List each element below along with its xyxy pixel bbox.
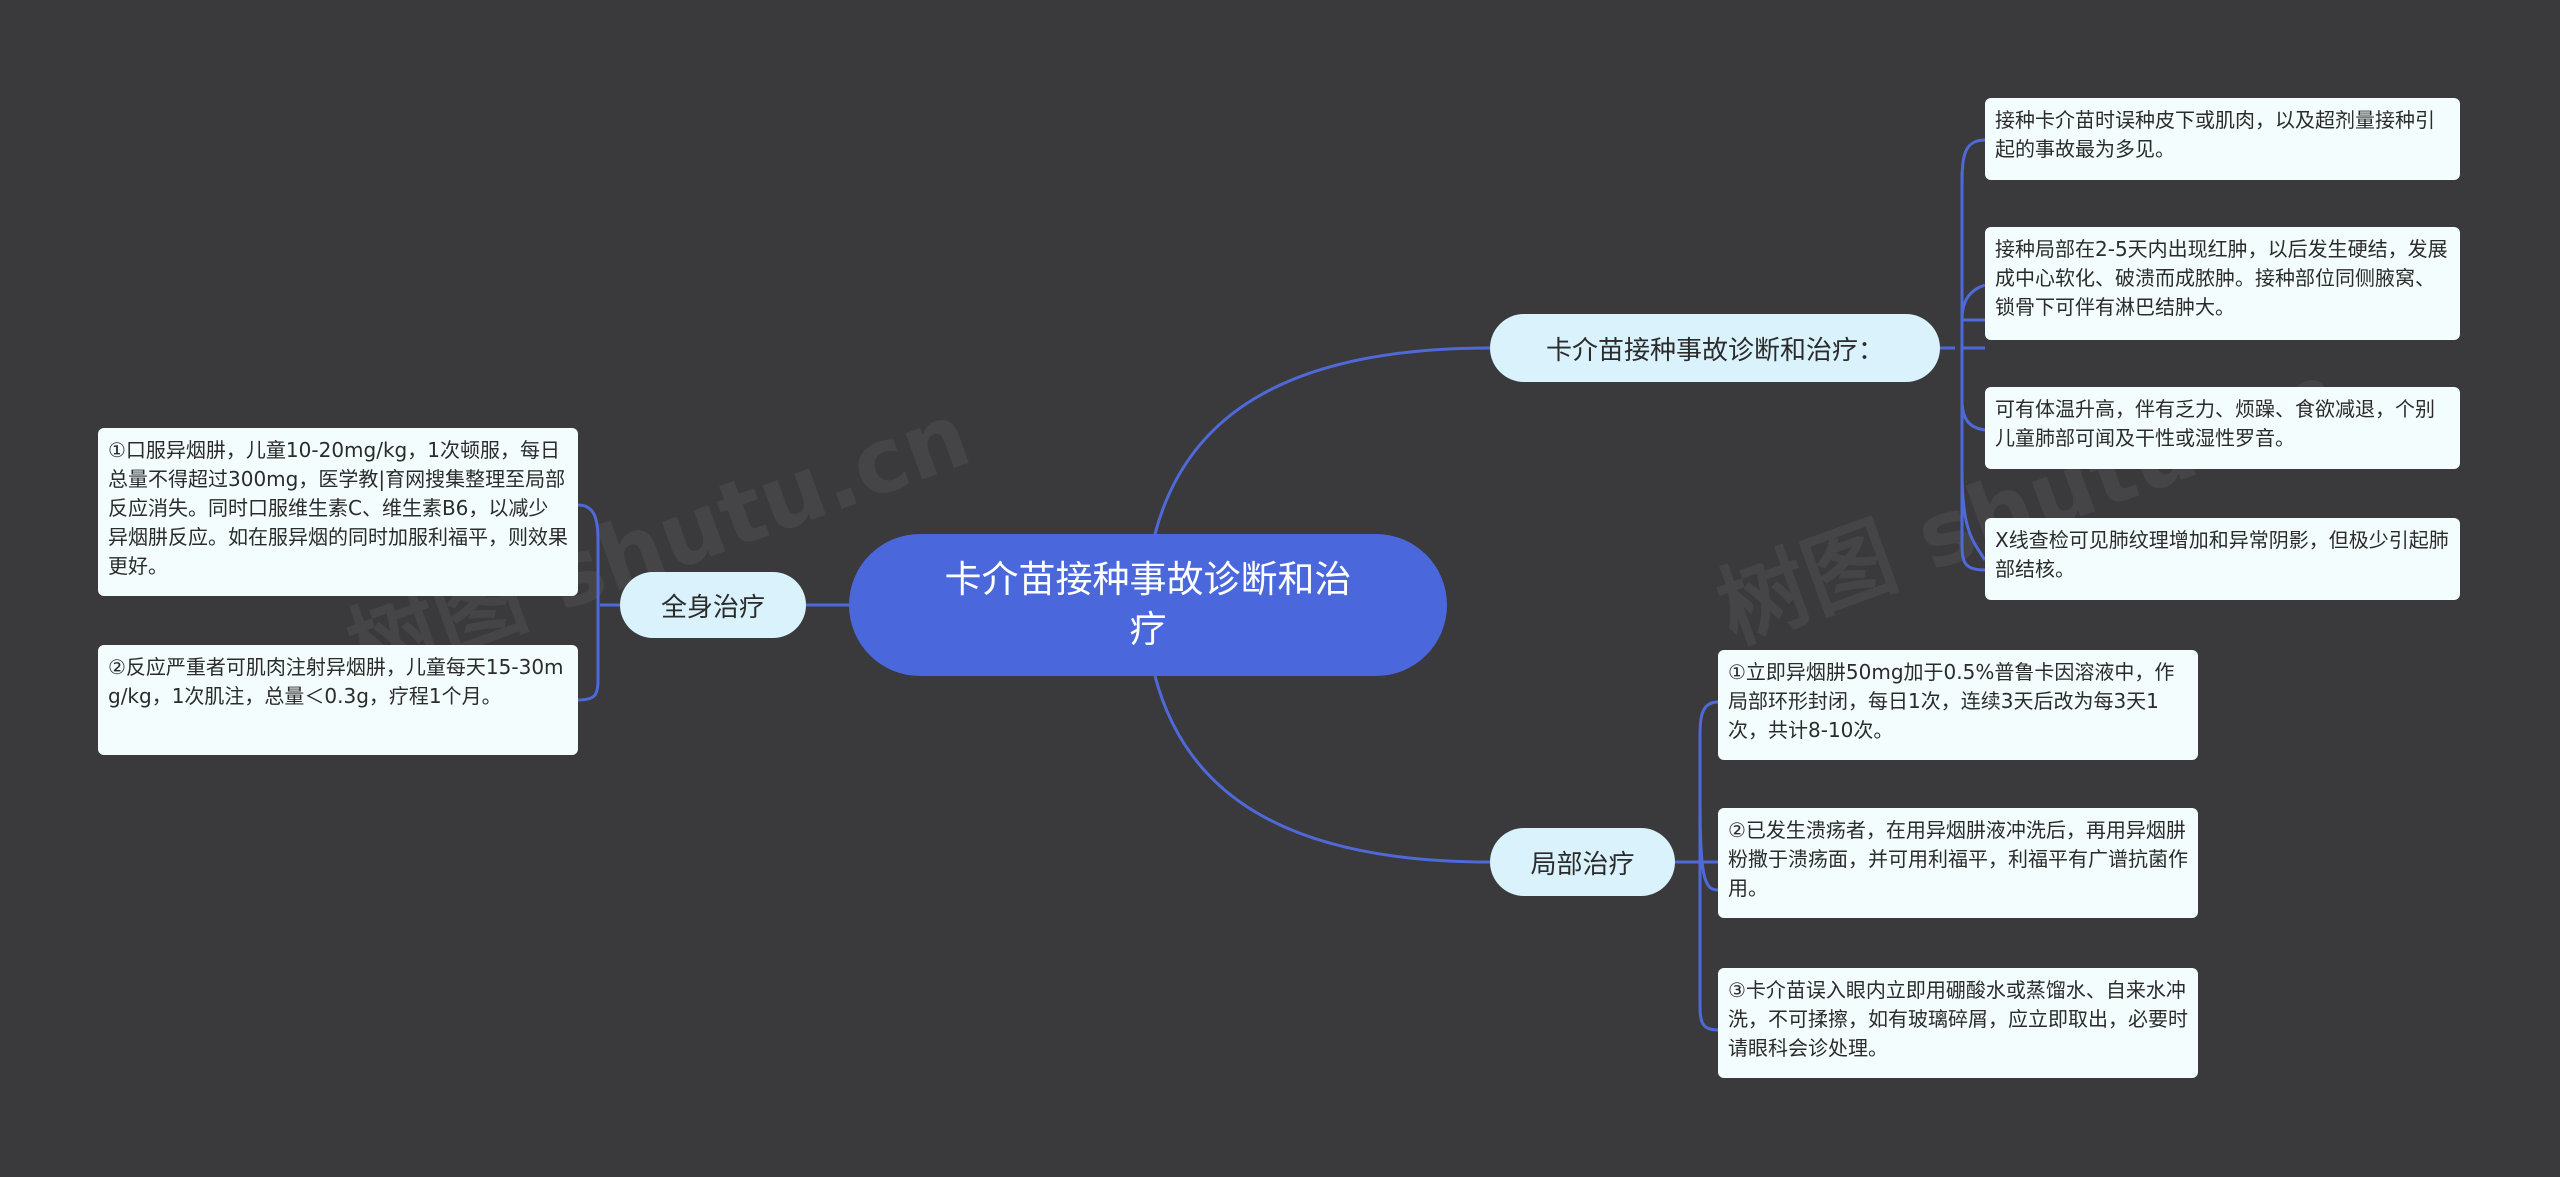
leaf-text: ②反应严重者可肌肉注射异烟肼，儿童每天15-30mg/kg，1次肌注，总量＜0.… bbox=[108, 655, 564, 708]
connector-root-diagnosis bbox=[1153, 346, 1491, 535]
leaf-text: 可有体温升高，伴有乏力、烦躁、食欲减退，个别儿童肺部可闻及干性或湿性罗音。 bbox=[1995, 397, 2435, 450]
leaf-text: ③卡介苗误入眼内立即用硼酸水或蒸馏水、自来水冲洗，不可揉擦，如有玻璃碎屑，应立即… bbox=[1728, 978, 2188, 1060]
leaf-diagnosis-2[interactable]: 接种局部在2-5天内出现红肿，以后发生硬结，发展成中心软化、破溃而成脓肿。接种部… bbox=[1985, 227, 2460, 340]
leaf-local-3[interactable]: ③卡介苗误入眼内立即用硼酸水或蒸馏水、自来水冲洗，不可揉擦，如有玻璃碎屑，应立即… bbox=[1718, 968, 2198, 1078]
leaf-text: ②已发生溃疡者，在用异烟肼液冲洗后，再用异烟肼粉撒于溃疡面，并可用利福平，利福平… bbox=[1728, 818, 2188, 900]
leaf-diagnosis-3[interactable]: 可有体温升高，伴有乏力、烦躁、食欲减退，个别儿童肺部可闻及干性或湿性罗音。 bbox=[1985, 387, 2460, 469]
leaf-diagnosis-4[interactable]: X线查检可见肺纹理增加和异常阴影，但极少引起肺部结核。 bbox=[1985, 518, 2460, 600]
leaf-systemic-2[interactable]: ②反应严重者可肌肉注射异烟肼，儿童每天15-30mg/kg，1次肌注，总量＜0.… bbox=[98, 645, 578, 755]
leaf-diagnosis-1[interactable]: 接种卡介苗时误种皮下或肌肉，以及超剂量接种引起的事故最为多见。 bbox=[1985, 98, 2460, 180]
leaf-text: ①立即异烟肼50mg加于0.5%普鲁卡因溶液中，作局部环形封闭，每日1次，连续3… bbox=[1728, 660, 2175, 742]
leaf-local-1[interactable]: ①立即异烟肼50mg加于0.5%普鲁卡因溶液中，作局部环形封闭，每日1次，连续3… bbox=[1718, 650, 2198, 760]
branch-diagnosis-label: 卡介苗接种事故诊断和治疗： bbox=[1545, 335, 1884, 366]
leaf-text: 接种卡介苗时误种皮下或肌肉，以及超剂量接种引起的事故最为多见。 bbox=[1995, 108, 2435, 161]
branch-local[interactable]: 局部治疗 bbox=[1490, 828, 1675, 896]
branch-systemic[interactable]: 全身治疗 bbox=[620, 572, 806, 638]
leaf-text: 接种局部在2-5天内出现红肿，以后发生硬结，发展成中心软化、破溃而成脓肿。接种部… bbox=[1995, 237, 2448, 319]
branch-diagnosis[interactable]: 卡介苗接种事故诊断和治疗： bbox=[1490, 314, 1940, 382]
branch-local-label: 局部治疗 bbox=[1530, 849, 1635, 880]
branch-systemic-label: 全身治疗 bbox=[660, 592, 765, 623]
leaf-systemic-1[interactable]: ①口服异烟肼，儿童10-20mg/kg，1次顿服，每日总量不得超过300mg，医… bbox=[98, 428, 578, 596]
root-node[interactable]: 卡介苗接种事故诊断和治疗 bbox=[849, 534, 1447, 676]
connector-root-local bbox=[1153, 675, 1491, 864]
leaf-text: ①口服异烟肼，儿童10-20mg/kg，1次顿服，每日总量不得超过300mg，医… bbox=[108, 438, 568, 578]
leaf-local-2[interactable]: ②已发生溃疡者，在用异烟肼液冲洗后，再用异烟肼粉撒于溃疡面，并可用利福平，利福平… bbox=[1718, 808, 2198, 918]
leaf-text: X线查检可见肺纹理增加和异常阴影，但极少引起肺部结核。 bbox=[1995, 528, 2449, 581]
root-title: 卡介苗接种事故诊断和治疗 bbox=[944, 558, 1352, 651]
